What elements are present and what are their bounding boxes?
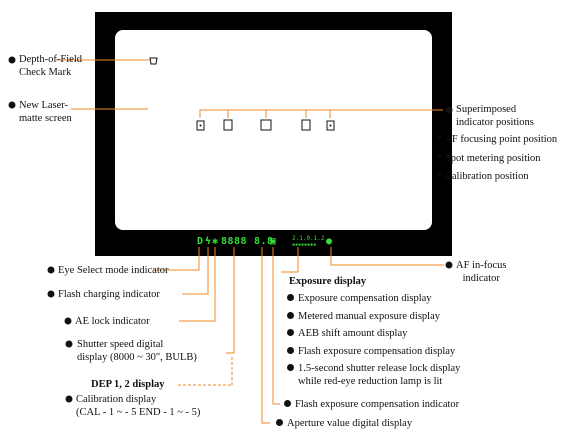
ae-lock-lcd: ✱ (212, 236, 219, 247)
flash-charging-lcd: ϟ (205, 236, 212, 247)
aeb-item: AEB shift amount display (287, 327, 407, 340)
eye-select-lcd: D (197, 236, 204, 247)
fe-indicator-lcd: ▣ (270, 236, 277, 247)
laser-screen-label: New Laser-matte screen (19, 100, 72, 124)
indicator-box-1 (196, 120, 205, 131)
af-in-focus-lcd: ● (326, 236, 333, 247)
bullet-icon (276, 419, 283, 426)
af-point-note: * AF focusing point position (437, 134, 558, 145)
indicator-box-3 (260, 119, 272, 131)
flash-charging-label: Flash charging indicator (58, 289, 160, 300)
indicator-box-5 (326, 120, 335, 131)
shutter-lcd: 8888 (221, 236, 248, 247)
exposure-ticks-lcd: ▪▪▪▪▪▪▪▪ (292, 242, 317, 248)
aperture-label: Aperture value digital display (276, 417, 412, 430)
flash-exp-comp-item: Flash exposure compensation display (287, 345, 455, 358)
fe-indicator-label: Flash exposure compensation indicator (284, 398, 459, 411)
bullet-icon (287, 329, 294, 336)
viewfinder-screen (115, 30, 432, 230)
dof-check-mark (149, 57, 158, 65)
bullet-icon (287, 364, 294, 371)
bullet-icon (287, 294, 294, 301)
dep-display-heading: DEP 1, 2 display (91, 379, 165, 390)
metered-manual-item: Metered manual exposure display (287, 310, 440, 323)
indicator-box-4 (301, 119, 311, 131)
exposure-comp-item: Exposure compensation display (287, 292, 432, 305)
superimposed-indicators (196, 119, 335, 131)
bullet-icon (287, 312, 294, 319)
spot-metering-note: * Spot metering position (437, 153, 541, 164)
eye-select-label: Eye Select mode indicator (58, 265, 169, 276)
bullet-icon (284, 400, 291, 407)
shutter-lock-item: 1.5-second shutter release lock display … (287, 362, 460, 388)
exposure-scale-lcd: 2.1.0.1.2 (292, 235, 325, 242)
calibration-display-label: Calibration display(CAL - 1 ~ - 5 END - … (76, 394, 201, 418)
exposure-display-heading: Exposure display (289, 276, 367, 287)
calibration-position-note: * Calibration position (437, 171, 529, 182)
bullet-icon (287, 347, 294, 354)
indicator-box-2 (223, 119, 233, 131)
ae-lock-label: AE lock indicator (75, 316, 150, 327)
aperture-lcd: 8.8 (254, 236, 274, 247)
